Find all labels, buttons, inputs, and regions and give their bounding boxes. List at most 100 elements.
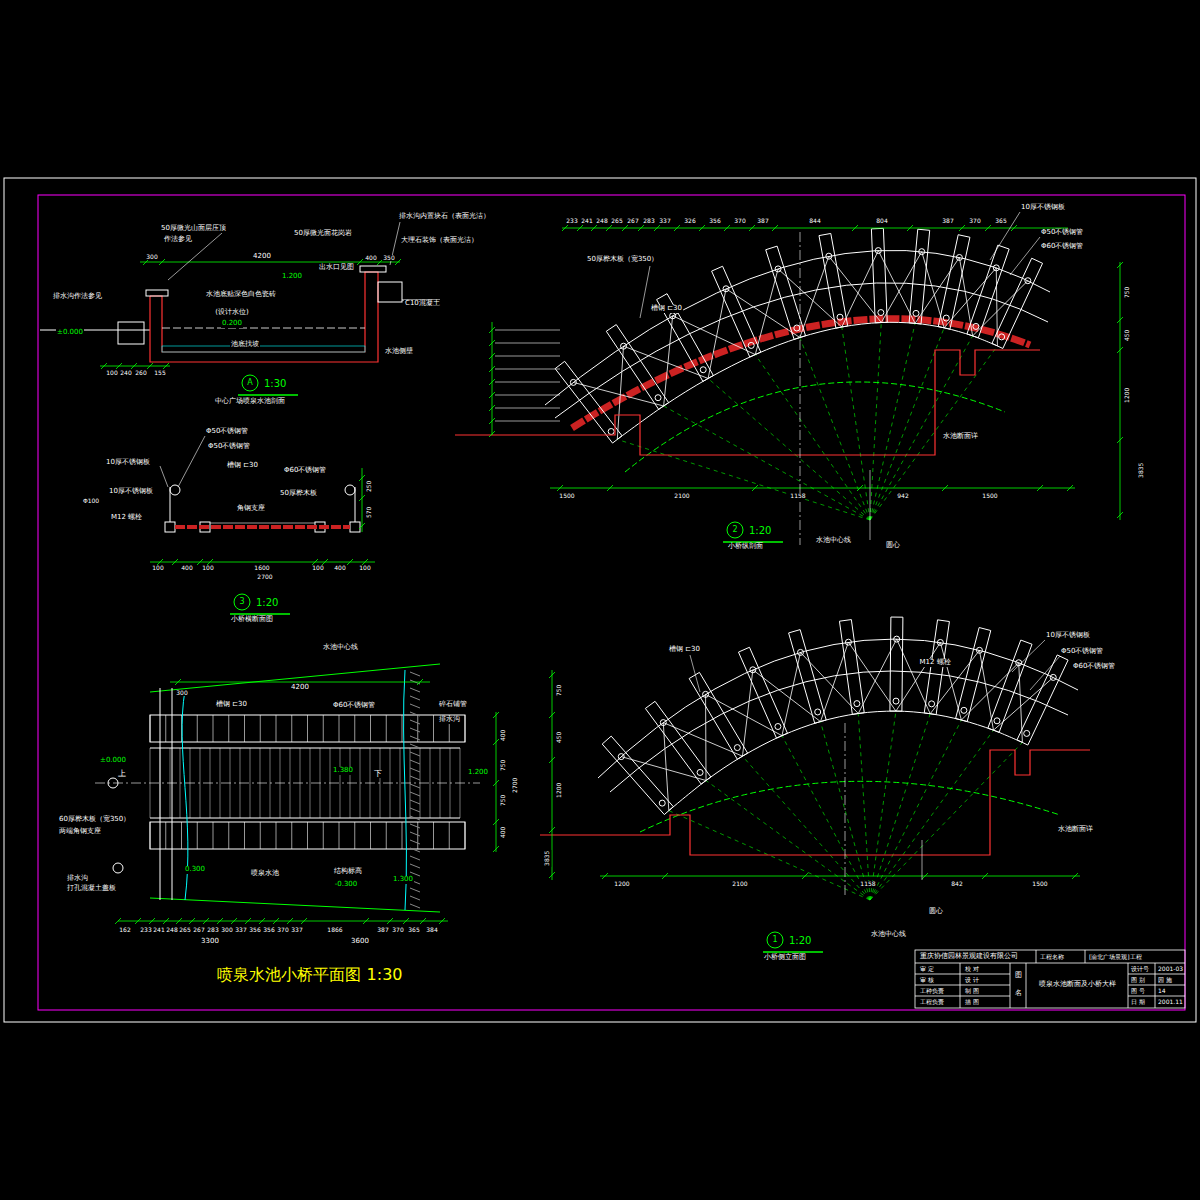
dimension-tick	[163, 918, 169, 924]
rail-division	[150, 715, 151, 742]
bolt-symbol	[943, 315, 949, 321]
drawing-label: 1200	[613, 881, 630, 888]
handrail-band	[150, 822, 465, 849]
drawing-label: 370	[733, 218, 746, 225]
drawing-label: 1500	[558, 493, 575, 500]
steel-post	[909, 229, 930, 324]
cross-brace	[573, 382, 663, 406]
drawing-label: 喷泉水池小桥平面图 1:30	[216, 966, 403, 984]
coping-stone	[360, 266, 386, 272]
drawing-label: 250	[367, 479, 374, 492]
drawing-label: 750	[1125, 285, 1132, 298]
drawing-label: 槽钢 ⊏30	[650, 305, 683, 313]
gravel-hatch	[410, 688, 420, 692]
drawing-label: M12 螺栓	[110, 514, 143, 522]
rail-division	[386, 822, 387, 849]
drawing-label: Φ50不锈钢管	[1040, 229, 1084, 237]
drawing-label: 1158	[859, 881, 876, 888]
gravel-hatch	[410, 712, 420, 716]
dimension-tick	[922, 873, 928, 879]
section-marker	[727, 522, 743, 538]
elevation-symbol	[108, 778, 118, 788]
drawing-label: 0.200	[221, 320, 243, 328]
drawing-label: 校 对	[964, 966, 980, 973]
drawing-label: 400	[333, 565, 346, 572]
gravel-hatch	[410, 904, 420, 908]
drawing-label: 作法参见	[163, 236, 193, 244]
cross-brace	[755, 269, 778, 355]
drawing-label: 3	[238, 598, 245, 607]
drawing-label: 1:30	[263, 378, 287, 389]
title-block-rule	[1155, 963, 1156, 1008]
drawing-label: 制 图	[964, 988, 980, 995]
dimension-tick	[772, 225, 778, 231]
drain-trough	[378, 282, 402, 302]
radius-line	[782, 736, 870, 900]
drawing-label: ±0.000	[56, 329, 84, 337]
gravel-hatch	[410, 816, 420, 820]
rail-division	[276, 715, 277, 742]
dimension-tick	[101, 363, 107, 369]
rail-division	[433, 822, 434, 849]
marker-underline	[230, 613, 290, 615]
drawing-label: 图 号	[1130, 988, 1146, 995]
drawing-label: 排水沟内置块石（表面光洁）	[398, 213, 491, 221]
radius-line	[870, 328, 944, 520]
drawing-label: 241	[580, 218, 593, 225]
drawing-label: 圆心	[928, 908, 944, 916]
drawing-label: C10混凝土	[404, 300, 441, 308]
drawing-label: 283	[642, 218, 655, 225]
cross-brace	[973, 281, 1028, 336]
deck-tread	[400, 748, 401, 818]
dimension-tick	[489, 392, 495, 398]
dimension-tick	[489, 418, 495, 424]
drawing-label: 日 期	[1130, 999, 1146, 1006]
steel-post	[839, 620, 864, 715]
rail-division	[465, 822, 466, 849]
cross-brace	[820, 642, 848, 721]
dimension-tick	[1117, 262, 1123, 268]
pool-section	[455, 350, 1040, 455]
drawing-label: 450	[1125, 328, 1132, 341]
drawing-label: 1.200	[281, 273, 303, 281]
dimension-line	[140, 262, 400, 263]
dimension-tick	[301, 918, 307, 924]
dimension-tick	[577, 225, 583, 231]
cross-brace	[896, 642, 940, 711]
rail-division	[370, 822, 371, 849]
sheet-border	[4, 178, 1196, 1022]
drawing-label: 300	[145, 254, 158, 261]
drawing-frame	[38, 195, 1185, 1010]
steel-post	[712, 266, 761, 357]
cross-brace	[881, 252, 921, 323]
centre-mark	[870, 470, 871, 540]
deck-tread	[430, 748, 431, 818]
dimension-tick	[489, 327, 495, 333]
dimension-tick	[1117, 512, 1123, 518]
drawing-label: 50厚微光山面层压顶	[160, 225, 227, 233]
section-marker	[234, 594, 250, 610]
radius-line	[708, 378, 870, 520]
bolt-symbol	[929, 701, 935, 707]
dimension-tick	[189, 918, 195, 924]
handrail-band	[150, 715, 465, 742]
gravel-hatch	[410, 832, 420, 836]
dimension-line	[550, 488, 1075, 489]
rail-division	[402, 715, 403, 742]
bolt-symbol	[775, 724, 781, 730]
radius-line	[664, 406, 870, 520]
drawing-label: 审 定	[919, 966, 935, 973]
gravel-hatch	[410, 720, 420, 724]
dimension-tick	[159, 259, 165, 265]
title-block-rule	[1128, 963, 1129, 1008]
drawing-label: Φ50不锈钢管	[207, 443, 251, 451]
drawing-label: 碎石铺管	[438, 701, 468, 709]
drawing-label: 233	[139, 927, 152, 934]
rail-division	[433, 715, 434, 742]
dimension-tick	[724, 225, 730, 231]
drawing-label: 1200	[557, 781, 564, 798]
pool-centre-line	[150, 664, 440, 692]
gravel-hatch	[410, 784, 420, 788]
drawing-label: 356	[708, 218, 721, 225]
